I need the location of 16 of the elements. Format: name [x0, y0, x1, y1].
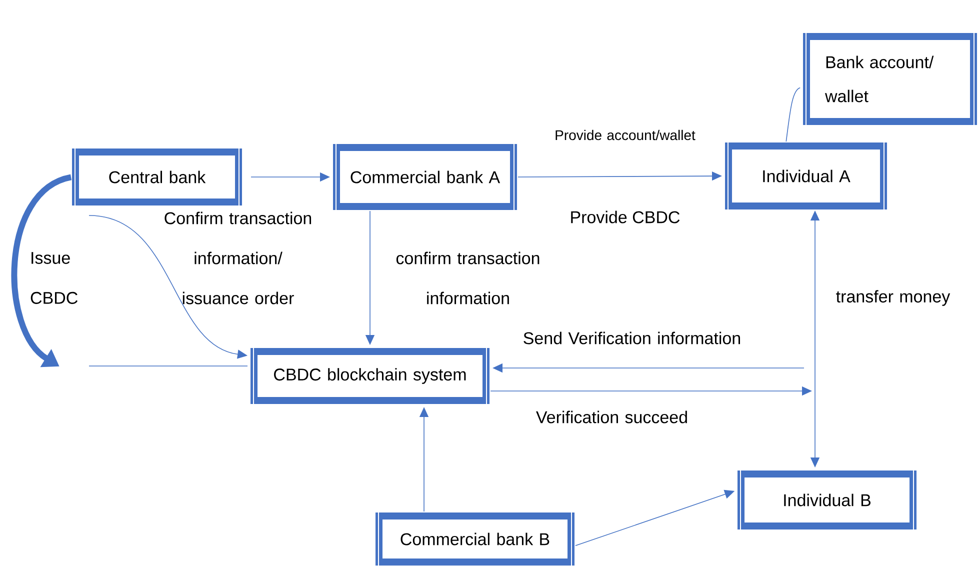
process-box: CBDC blockchain system — [250, 344, 490, 408]
text-label: Provide CBDC — [571, 210, 680, 224]
edge-label: Provide account/wallet — [556, 130, 696, 140]
process-box: Commercial bank A — [333, 140, 517, 214]
edge-label: confirm transaction information — [396, 252, 540, 304]
process-box: Central bank — [72, 145, 242, 209]
process-box: Individual A — [725, 139, 887, 213]
process-box: Commercial bank B — [376, 509, 574, 566]
edge-label: transfer money — [836, 290, 950, 306]
connector-line — [786, 87, 801, 142]
process-box: Individual B — [738, 467, 916, 533]
edge-label: Send Verification information — [524, 332, 740, 344]
process-box: Bank account/ wallet — [803, 30, 977, 128]
edge-label: Verification succeed — [536, 410, 687, 424]
edge-label: Confirm transaction information/ issuance order — [164, 212, 312, 304]
edge-label: Issue CBDC — [30, 252, 78, 304]
